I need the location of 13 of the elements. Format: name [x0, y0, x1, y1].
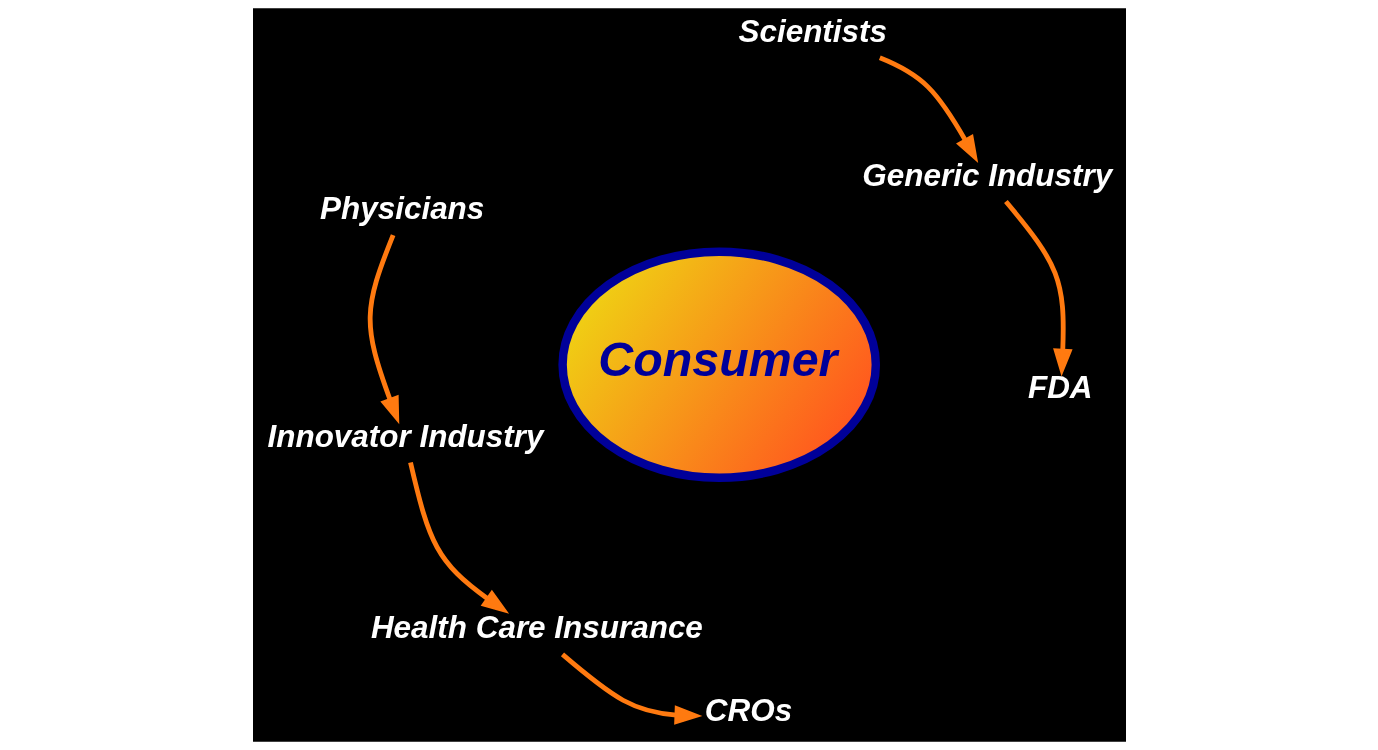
arrow	[560, 652, 702, 725]
node-text: Health Care Insurance	[370, 610, 703, 646]
node-text: Innovator Industry	[267, 418, 543, 454]
arrow	[1003, 200, 1073, 377]
arrow	[407, 462, 509, 614]
node-text: FDA	[1027, 370, 1093, 406]
arrow	[367, 234, 399, 425]
node-ellipse: Consumer	[557, 247, 880, 482]
node-text: Generic Industry	[861, 157, 1112, 193]
node-text: Physicians	[319, 190, 484, 226]
arrow	[878, 55, 978, 164]
node-text: Scientists	[737, 13, 887, 49]
node-text: CROs	[704, 693, 792, 728]
